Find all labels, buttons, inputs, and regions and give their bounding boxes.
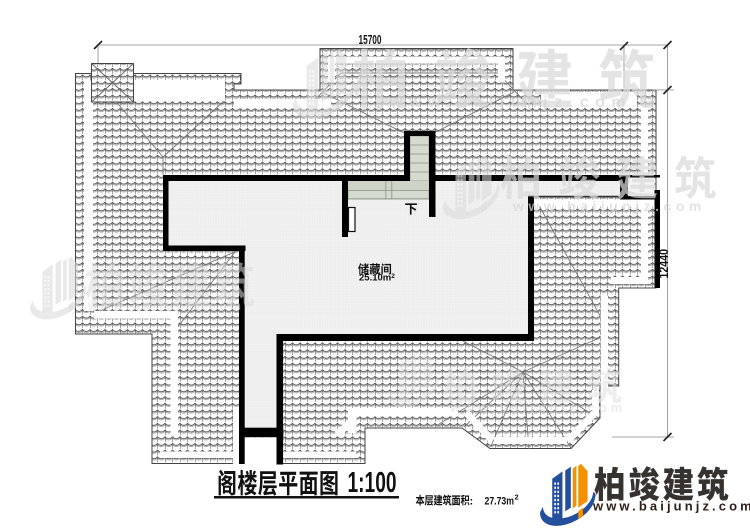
svg-text:www.baijunjz.com: www.baijunjz.com (449, 400, 626, 415)
svg-text:1:100: 1:100 (348, 467, 397, 499)
svg-text:2: 2 (515, 493, 519, 502)
svg-text:15700: 15700 (359, 32, 382, 47)
svg-text:www.baijunjz.com: www.baijunjz.com (512, 198, 706, 214)
svg-text::: : (470, 496, 474, 508)
svg-text:27.73m: 27.73m (485, 496, 515, 508)
svg-text:12440: 12440 (656, 249, 671, 279)
svg-text:www.baijunjz.com: www.baijunjz.com (592, 499, 750, 514)
svg-text:25.10m2: 25.10m2 (359, 273, 395, 284)
svg-text:www.baijunjz.com: www.baijunjz.com (389, 94, 632, 111)
svg-text:www.baijunjz.com: www.baijunjz.com (87, 299, 244, 313)
